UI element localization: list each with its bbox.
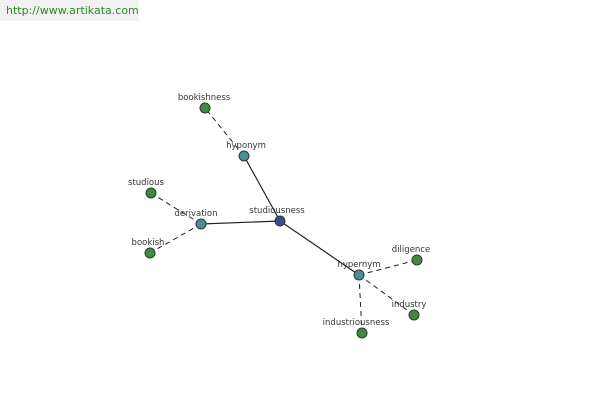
watermark-link[interactable]: http://www.artikata.com [6, 4, 139, 17]
node-label-derivation: derivation [174, 209, 217, 219]
node-industry[interactable] [408, 309, 420, 321]
node-diligence[interactable] [411, 254, 423, 266]
node-derivation[interactable] [195, 218, 207, 230]
node-label-bookishness: bookishness [178, 93, 231, 103]
node-hypernym[interactable] [353, 269, 365, 281]
node-bookish[interactable] [144, 247, 156, 259]
node-label-industriousness: industriousness [323, 318, 390, 328]
edge-studiousness-hyponym [243, 155, 281, 222]
edge-studiousness-derivation [200, 220, 281, 225]
edge-hypernym-industry [358, 274, 415, 316]
edge-hyponym-bookishness [204, 107, 245, 157]
edge-hypernym-industriousness [358, 274, 363, 334]
node-label-hypernym: hypernym [337, 260, 380, 270]
node-studiousness[interactable] [274, 215, 286, 227]
node-label-hyponym: hyponym [226, 141, 266, 151]
edges-layer [149, 107, 418, 334]
edge-derivation-studious [150, 192, 202, 225]
node-label-studiousness: studiousness [249, 206, 305, 216]
edge-studiousness-hypernym [279, 220, 360, 276]
node-studious[interactable] [145, 187, 157, 199]
node-label-industry: industry [392, 300, 427, 310]
node-label-studious: studious [128, 178, 164, 188]
labels-layer: studiousness hyponym derivation hypernym boo… [128, 93, 430, 328]
nodes-layer [144, 102, 423, 339]
watermark-banner: http://www.artikata.com [0, 0, 139, 21]
edge-hypernym-diligence [358, 259, 418, 276]
node-label-diligence: diligence [392, 245, 430, 255]
node-bookishness[interactable] [199, 102, 211, 114]
edge-derivation-bookish [149, 223, 202, 254]
node-hyponym[interactable] [238, 150, 250, 162]
node-industriousness[interactable] [356, 327, 368, 339]
node-label-bookish: bookish [132, 238, 165, 248]
